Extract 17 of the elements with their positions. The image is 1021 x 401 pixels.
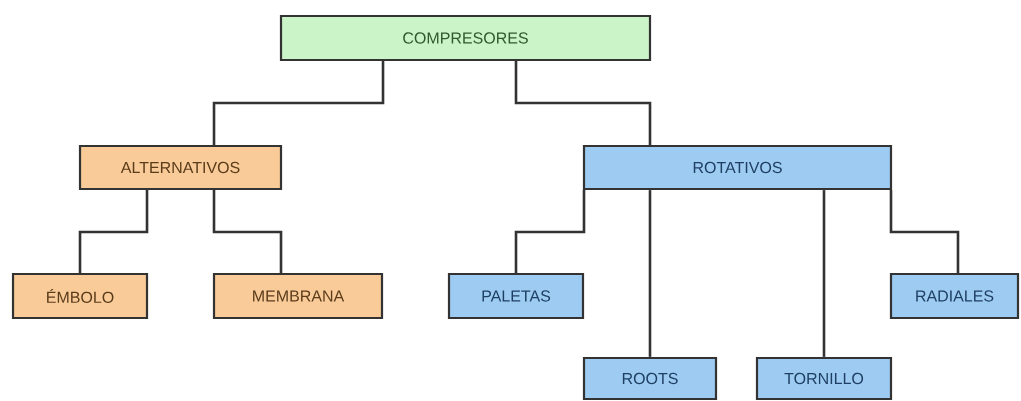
category-box: TORNILLO	[755, 356, 893, 401]
category-box: ROOTS	[582, 356, 718, 401]
category-box: ÉMBOLO	[11, 272, 149, 320]
connector-line	[822, 190, 826, 357]
category-box: RADIALES	[889, 272, 1020, 320]
connector-line	[889, 190, 960, 273]
connector-line	[212, 190, 283, 273]
category-box: MEMBRANA	[212, 272, 384, 320]
category-box: PALETAS	[447, 272, 585, 320]
connector-line	[514, 61, 652, 145]
category-box: ALTERNATIVOS	[78, 144, 283, 191]
connector-line	[514, 190, 586, 273]
connector-line	[78, 190, 149, 273]
connector-line	[212, 61, 385, 145]
category-box: COMPRESORES	[279, 14, 652, 62]
connector-line	[648, 190, 652, 357]
category-box: ROTATIVOS	[582, 144, 893, 191]
